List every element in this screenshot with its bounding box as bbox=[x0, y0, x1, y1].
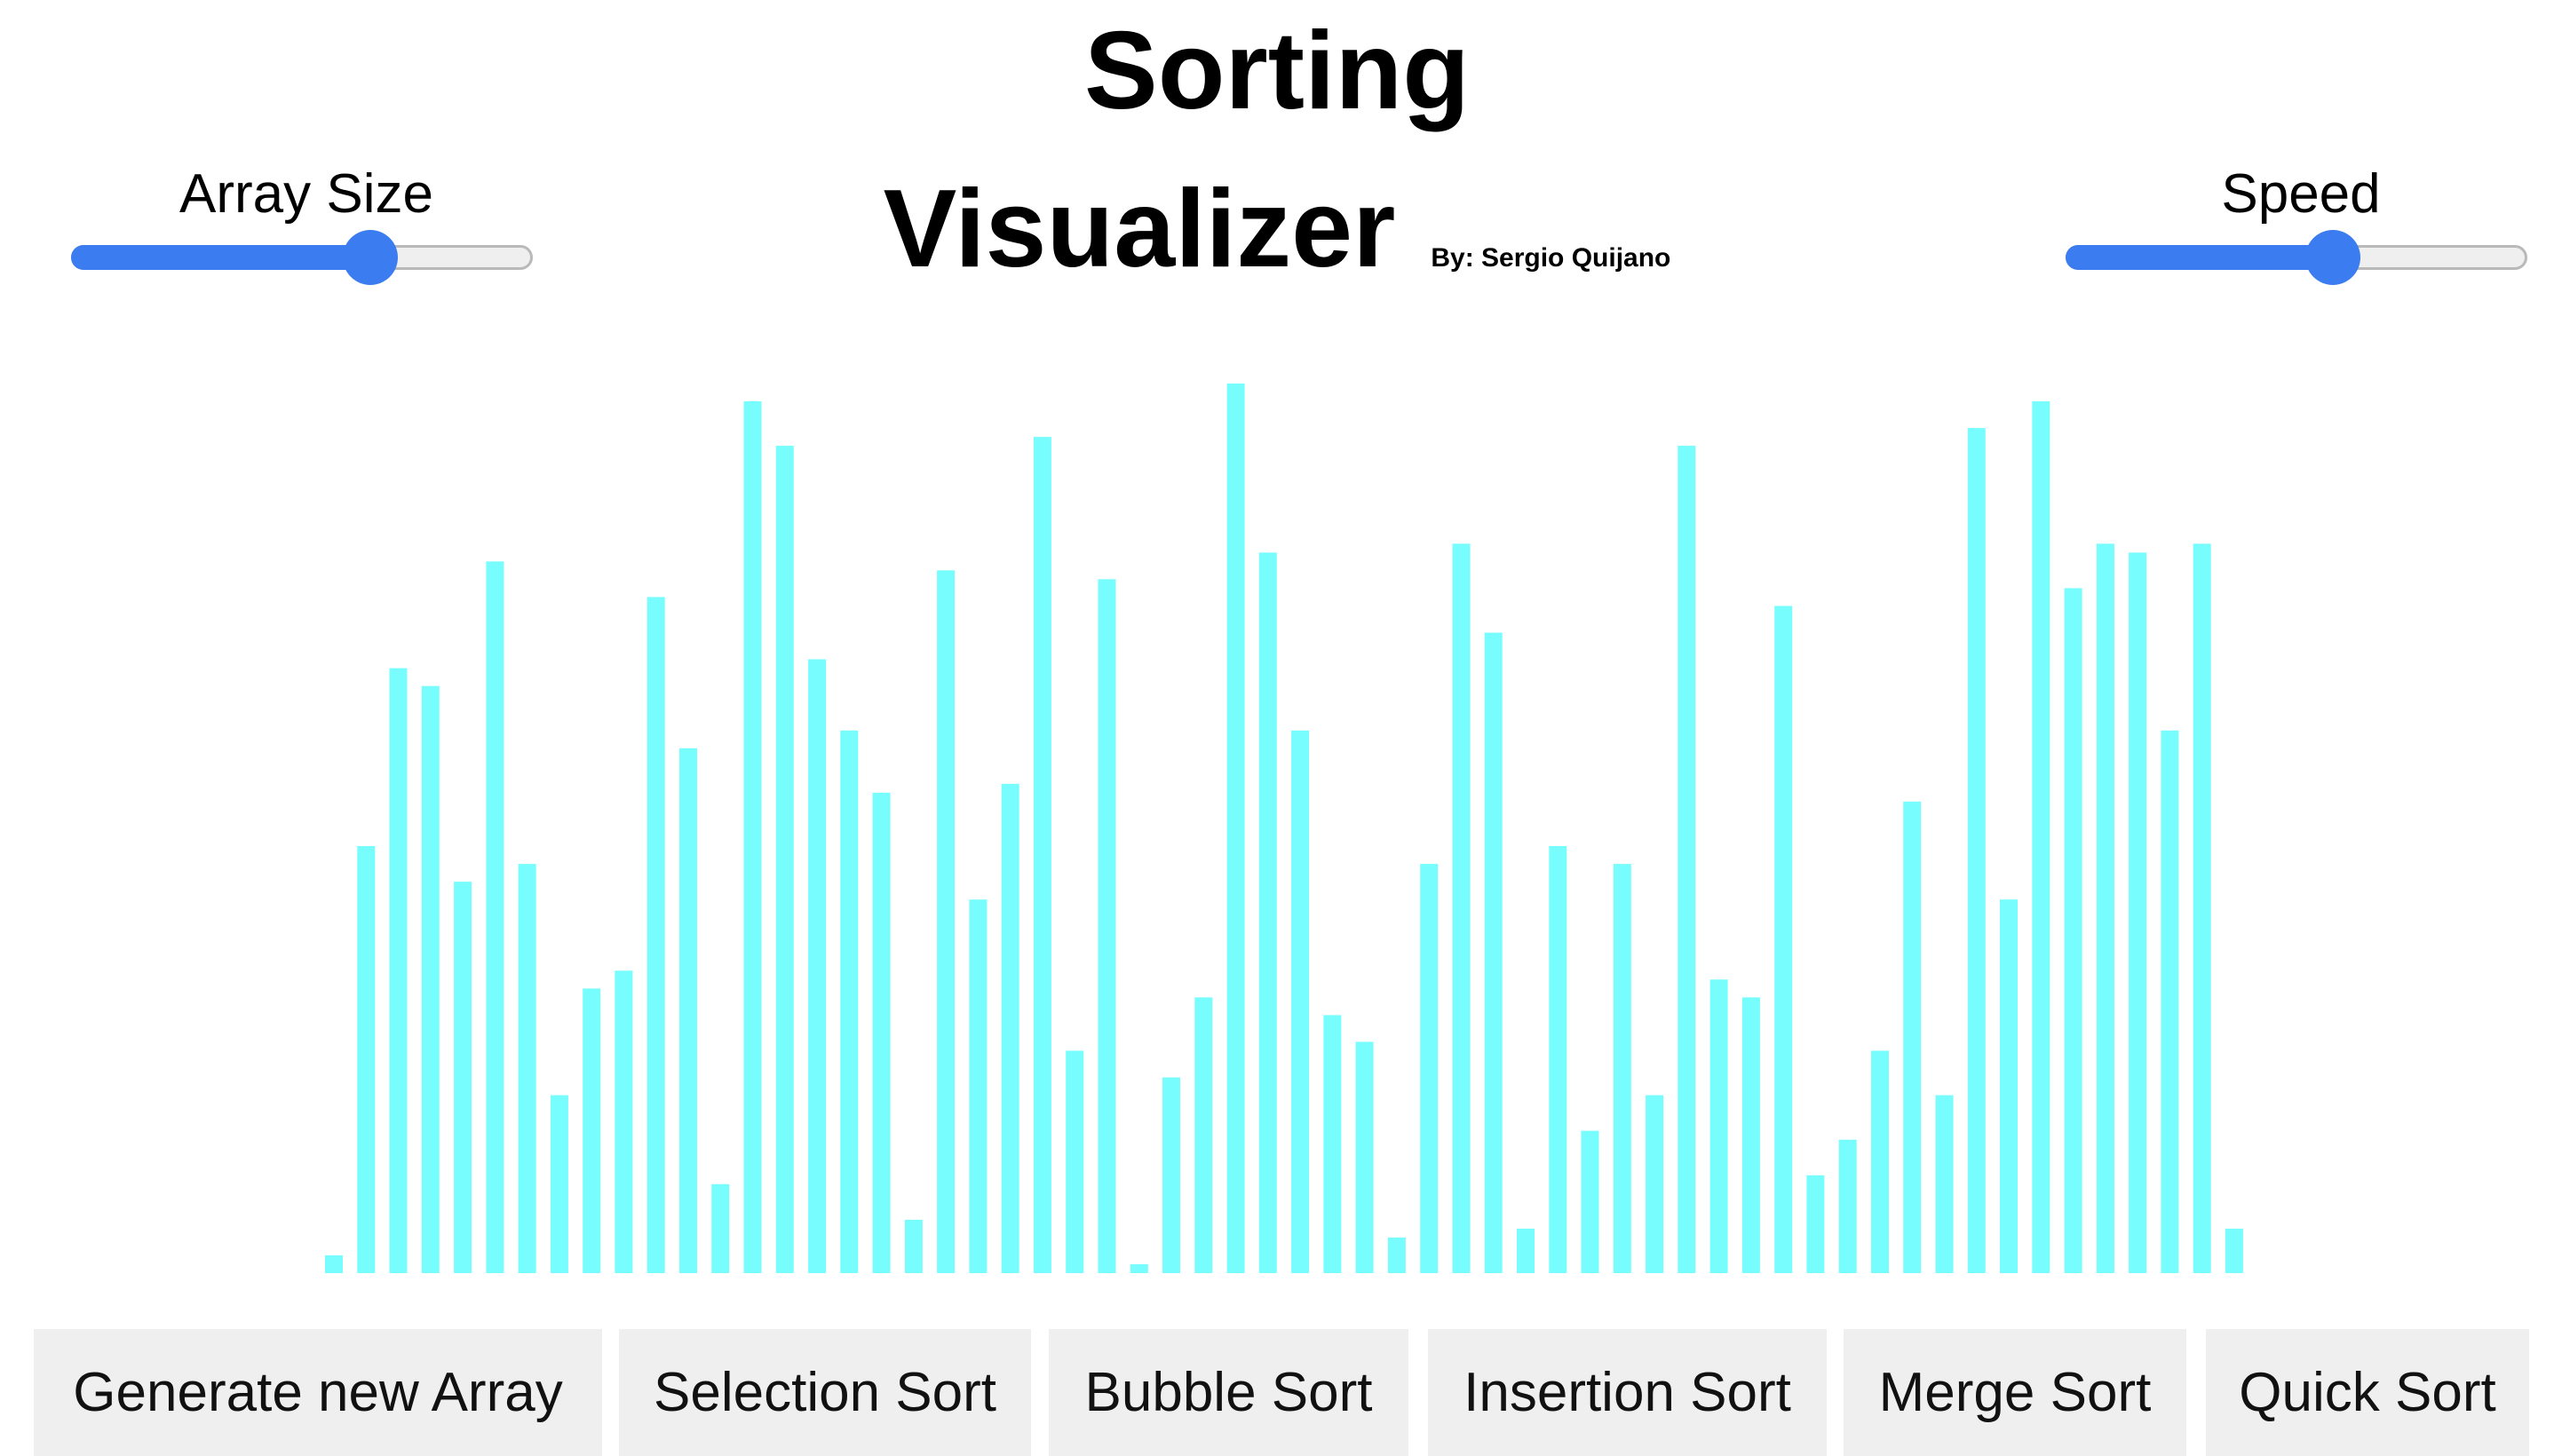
array-bar bbox=[1517, 1228, 1535, 1273]
array-bar bbox=[646, 597, 665, 1273]
array-bar bbox=[1613, 864, 1631, 1273]
array-bar bbox=[583, 988, 601, 1273]
insertion-sort-button[interactable]: Insertion Sort bbox=[1428, 1329, 1827, 1456]
array-bar bbox=[904, 1219, 923, 1273]
sort-controls-bar: Generate new Array Selection Sort Bubble… bbox=[0, 1329, 2554, 1456]
array-size-slider[interactable] bbox=[71, 230, 533, 285]
speed-slider-fill bbox=[2066, 245, 2334, 270]
array-bar bbox=[1484, 632, 1503, 1273]
array-bar bbox=[1001, 783, 1019, 1273]
array-bar bbox=[2129, 552, 2147, 1273]
array-bar bbox=[2000, 899, 2018, 1273]
array-bar bbox=[518, 864, 536, 1273]
array-bar bbox=[1098, 579, 1116, 1273]
array-size-label: Array Size bbox=[179, 163, 433, 225]
quick-sort-button[interactable]: Quick Sort bbox=[2206, 1329, 2529, 1456]
array-bar bbox=[1130, 1264, 1148, 1273]
array-size-control: Array Size bbox=[71, 163, 533, 285]
array-bar bbox=[1452, 543, 1471, 1273]
array-bar bbox=[1291, 730, 1310, 1273]
array-bar bbox=[2096, 543, 2114, 1273]
array-bar bbox=[357, 846, 376, 1273]
array-bar bbox=[743, 401, 762, 1273]
array-bar bbox=[2064, 588, 2082, 1273]
speed-control: Speed bbox=[2066, 163, 2527, 285]
array-bar bbox=[1709, 979, 1728, 1273]
array-bar bbox=[1967, 428, 1986, 1274]
array-bar bbox=[1033, 437, 1051, 1274]
array-bar bbox=[421, 685, 440, 1273]
merge-sort-button[interactable]: Merge Sort bbox=[1844, 1329, 2186, 1456]
speed-label: Speed bbox=[2221, 163, 2381, 225]
array-bar bbox=[1903, 801, 1922, 1273]
array-bar bbox=[1774, 605, 1793, 1273]
array-size-slider-fill bbox=[71, 245, 371, 270]
array-bar bbox=[937, 570, 956, 1273]
array-bar bbox=[454, 882, 472, 1273]
array-bar bbox=[1581, 1130, 1599, 1273]
array-bar bbox=[1355, 1041, 1374, 1273]
array-bar bbox=[1066, 1050, 1084, 1273]
array-bar bbox=[1678, 446, 1696, 1274]
author-byline: By: Sergio Quijano bbox=[1431, 243, 1671, 273]
array-bar bbox=[325, 1255, 343, 1273]
array-bar bbox=[2225, 1228, 2243, 1273]
array-bar bbox=[1194, 997, 1213, 1273]
array-bar bbox=[1226, 384, 1245, 1273]
array-bar bbox=[2193, 543, 2211, 1273]
array-bar bbox=[1646, 1095, 1664, 1273]
array-bar bbox=[840, 730, 859, 1273]
array-bar bbox=[2161, 730, 2179, 1273]
array-bar bbox=[808, 659, 827, 1273]
array-size-slider-thumb[interactable] bbox=[343, 230, 399, 285]
speed-slider-thumb[interactable] bbox=[2305, 230, 2361, 285]
page-title-line-1: Sorting bbox=[1084, 10, 1470, 132]
speed-slider[interactable] bbox=[2066, 230, 2527, 285]
array-bar bbox=[1420, 864, 1439, 1273]
array-bar bbox=[389, 668, 408, 1273]
array-bar bbox=[775, 446, 794, 1274]
array-bar bbox=[1387, 1237, 1406, 1273]
array-bar bbox=[1838, 1139, 1857, 1273]
array-bar bbox=[1935, 1095, 1954, 1273]
array-bar bbox=[679, 748, 697, 1273]
array-bar bbox=[1162, 1077, 1180, 1273]
array-bar bbox=[550, 1095, 568, 1273]
array-bar bbox=[1806, 1175, 1825, 1273]
page-title-word: Visualizer bbox=[883, 168, 1396, 290]
array-bar bbox=[2032, 401, 2050, 1273]
bubble-sort-button[interactable]: Bubble Sort bbox=[1049, 1329, 1408, 1456]
array-bar bbox=[1549, 846, 1567, 1273]
array-bar bbox=[969, 899, 987, 1273]
array-bar bbox=[486, 561, 504, 1273]
array-bar bbox=[711, 1183, 730, 1273]
array-bar bbox=[1871, 1050, 1889, 1273]
generate-array-button[interactable]: Generate new Array bbox=[34, 1329, 602, 1456]
array-bar bbox=[872, 792, 891, 1273]
array-bar bbox=[1323, 1015, 1342, 1273]
array-bar bbox=[1741, 997, 1760, 1273]
array-bar bbox=[1258, 552, 1277, 1273]
array-bar bbox=[615, 970, 633, 1273]
selection-sort-button[interactable]: Selection Sort bbox=[619, 1329, 1031, 1456]
